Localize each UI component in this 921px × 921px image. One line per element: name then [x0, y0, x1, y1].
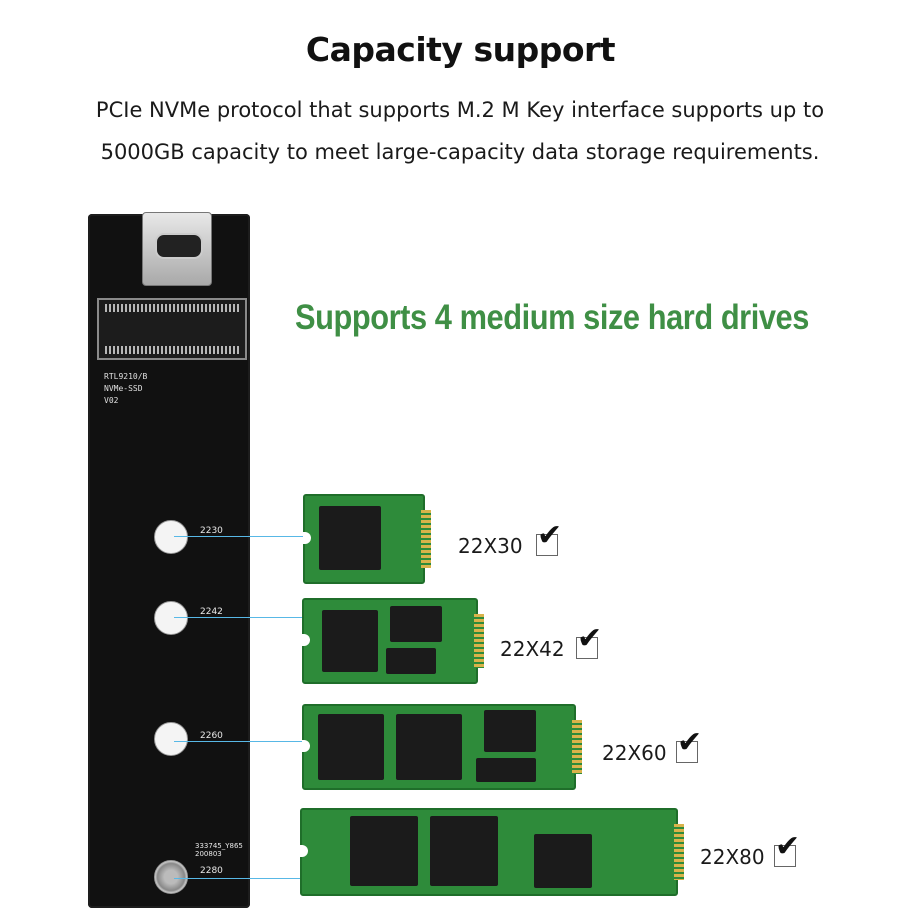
hole-label-2230: 2230 — [200, 526, 223, 536]
ssd-2230 — [303, 494, 431, 584]
guide-line-2280 — [174, 878, 308, 879]
description-line-1: PCIe NVMe protocol that supports M.2 M K… — [95, 98, 825, 122]
silk-type: NVMe-SSD — [104, 384, 143, 393]
m2-slot — [97, 298, 247, 360]
description-line-2: 5000GB capacity to meet large-capacity d… — [100, 140, 820, 164]
headline: Supports 4 medium size hard drives — [295, 298, 809, 337]
mount-hole-2242 — [154, 601, 188, 635]
size-label-22x42: 22X42 — [500, 637, 565, 661]
checkbox-22x30: ✔ — [536, 521, 562, 556]
check-icon: ✔ — [677, 725, 703, 760]
check-icon: ✔ — [577, 621, 603, 656]
silk-version: V02 — [104, 396, 119, 405]
size-label-22x30: 22X30 — [458, 534, 523, 558]
guide-line-2260 — [174, 741, 308, 742]
page-title: Capacity support — [305, 30, 616, 69]
ssd-2280 — [300, 808, 684, 896]
guide-line-2242 — [174, 617, 308, 618]
check-icon: ✔ — [537, 518, 563, 553]
hole-label-2242: 2242 — [200, 607, 223, 617]
hole-label-2280: 2280 — [200, 866, 223, 876]
silk-model: RTL9210/B — [104, 372, 148, 381]
check-icon: ✔ — [775, 829, 801, 864]
ssd-2242 — [302, 598, 484, 684]
guide-line-2230 — [174, 536, 308, 537]
size-label-22x60: 22X60 — [602, 741, 667, 765]
usb-c-port — [142, 212, 212, 286]
checkbox-22x60: ✔ — [676, 728, 702, 763]
size-label-22x80: 22X80 — [700, 845, 765, 869]
mount-hole-2260 — [154, 722, 188, 756]
ssd-2260 — [302, 704, 582, 790]
checkbox-22x42: ✔ — [576, 624, 602, 659]
hole-label-2260: 2260 — [200, 731, 223, 741]
mount-hole-2230 — [154, 520, 188, 554]
checkbox-22x80: ✔ — [774, 832, 800, 867]
mount-screw-2280 — [154, 860, 188, 894]
serial-label: 333745_Y865 200803 — [195, 842, 243, 858]
